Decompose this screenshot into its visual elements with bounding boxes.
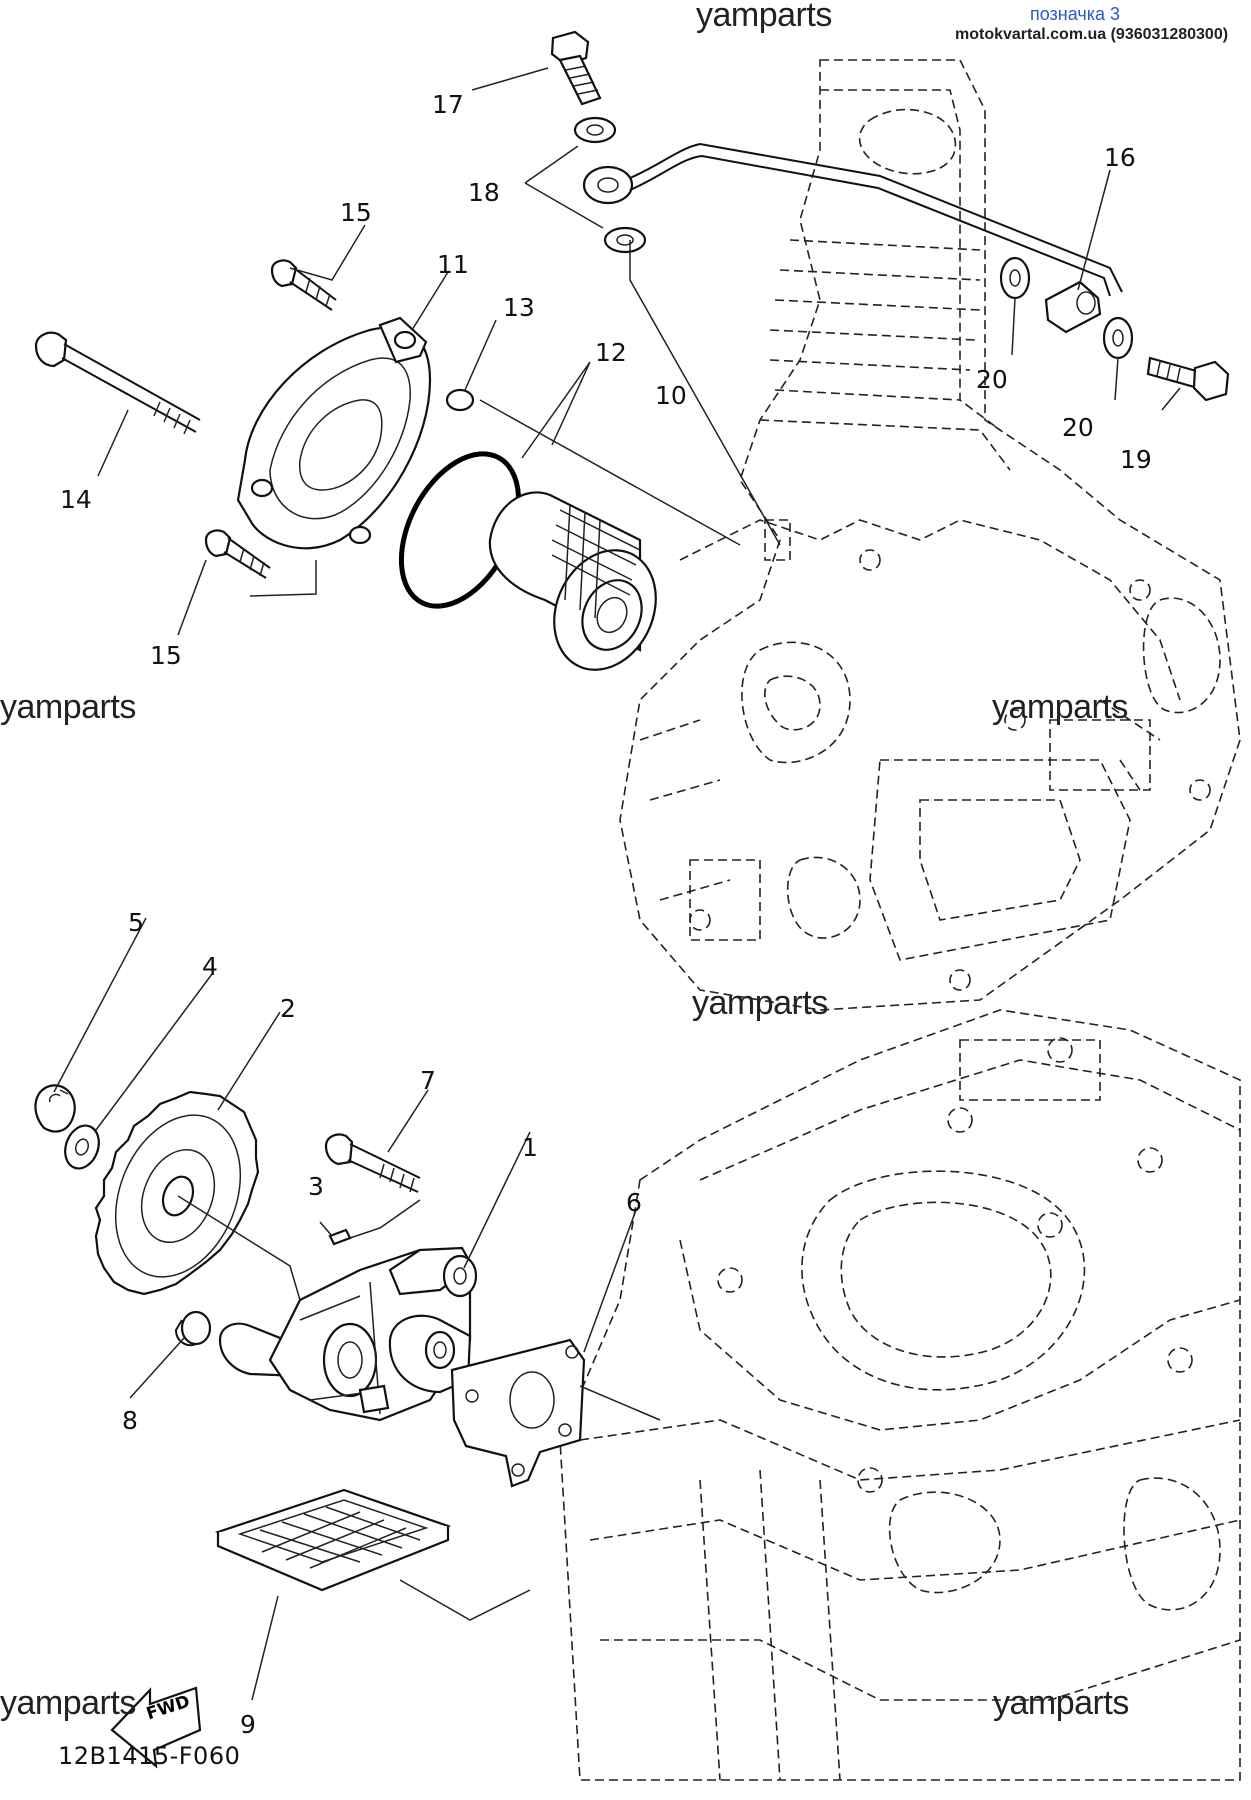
callout-12: 12 (595, 338, 627, 367)
callout-20: 20 (1062, 413, 1094, 442)
gasket-washers-part-20 (999, 256, 1134, 360)
watermark: yamparts (993, 1684, 1129, 1722)
callout-11: 11 (437, 250, 469, 279)
diagram-code: 12B1415-F060 (58, 1742, 241, 1770)
oil-strainer-part-9 (214, 1488, 452, 1592)
watermark: yamparts (0, 1684, 136, 1722)
callout-9: 9 (240, 1710, 256, 1739)
watermark: yamparts (696, 0, 832, 34)
bolt-part-7 (324, 1133, 421, 1193)
lower-crankcase (559, 1009, 1241, 1781)
o-ring-part-13 (445, 388, 475, 412)
callout-17: 17 (432, 90, 464, 119)
gasket-plate-part-6 (450, 1338, 586, 1488)
callout-15: 15 (340, 198, 372, 227)
callout-2: 2 (280, 994, 296, 1023)
source-label: motokvartal.com.ua (936031280300) (955, 26, 1229, 43)
callout-5: 5 (128, 908, 144, 937)
oil-filter-element-part-10 (488, 491, 657, 671)
callout-1: 1 (522, 1133, 538, 1162)
circlip-part-5 (34, 1084, 76, 1133)
oil-filter-cover-part-11 (236, 316, 432, 550)
callout-6: 6 (626, 1188, 642, 1217)
oil-pump-assembly-part-1 (218, 1246, 478, 1422)
watermark: yamparts (692, 984, 828, 1022)
dowel-pin-part-3 (328, 1228, 352, 1246)
watermark: yamparts (992, 688, 1128, 726)
callout-19: 19 (1120, 445, 1152, 474)
bolts-part-15 (204, 259, 337, 579)
callout-16: 16 (1104, 143, 1136, 172)
long-bolt-part-14 (34, 331, 201, 435)
washer-part-4 (64, 1124, 100, 1170)
upper-crankcase (619, 59, 1241, 1011)
watermark: yamparts (0, 688, 136, 726)
callout-18: 18 (468, 178, 500, 207)
callout-10: 10 (655, 381, 687, 410)
union-bolt-part-17 (550, 30, 602, 106)
callout-7: 7 (420, 1066, 436, 1095)
oil-pump-drive-gear-part-2 (94, 1090, 260, 1296)
gasket-washers-part-18 (573, 116, 647, 254)
callout-14: 14 (60, 485, 92, 514)
callout-4: 4 (202, 952, 218, 981)
callout-8: 8 (122, 1406, 138, 1435)
union-bolt-part-19 (1146, 356, 1230, 402)
callout-13: 13 (503, 293, 535, 322)
oil-delivery-pipe-part-16 (582, 142, 1123, 334)
fwd-direction-arrow (110, 1686, 202, 1769)
callout-15: 15 (150, 641, 182, 670)
callout-20: 20 (976, 365, 1008, 394)
callout-3: 3 (308, 1172, 324, 1201)
reference-label: позначка 3 (1030, 4, 1121, 24)
leader-lines (53, 67, 1181, 1701)
collar-part-8 (174, 1310, 212, 1347)
